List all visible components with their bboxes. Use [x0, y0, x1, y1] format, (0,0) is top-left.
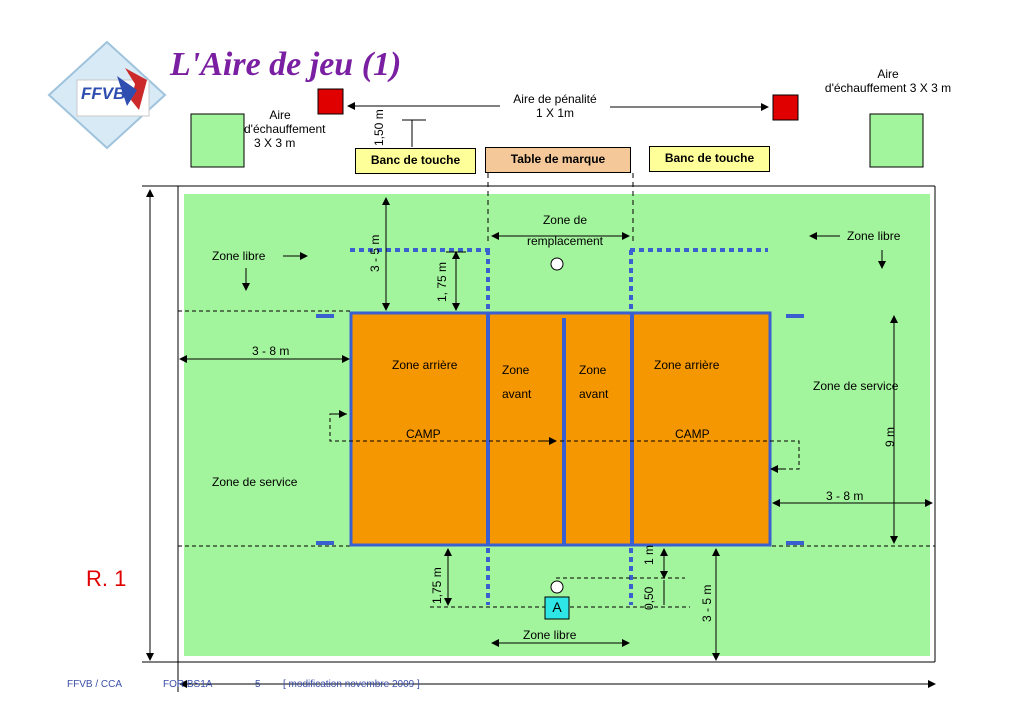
- warmup-right-line2: d'échauffement 3 X 3 m: [824, 81, 952, 95]
- dim-050: 0,50: [642, 586, 656, 610]
- dim-175-top: 1, 75 m: [435, 261, 449, 302]
- dim-3-8-right: 3 - 8 m: [826, 489, 864, 503]
- bench-left: Banc de touche: [355, 148, 476, 174]
- court: [349, 311, 772, 547]
- warmup-area-left: [190, 113, 245, 168]
- dim-9m: 9 m: [883, 426, 897, 447]
- camp-right: CAMP: [675, 427, 710, 441]
- dim-175-bottom: 1,75 m: [430, 567, 444, 604]
- sub-zone-line2: remplacement: [526, 234, 604, 248]
- warmup-left-line1: Aire: [269, 108, 291, 122]
- footer-org: FFVB / CCA: [67, 679, 123, 690]
- warmup-right-line1: Aire: [877, 67, 899, 81]
- zone-back-right: Zone arrière: [654, 358, 720, 372]
- penalty-line1: Aire de pénalité: [513, 92, 597, 106]
- sub-zone-line1: Zone de: [542, 213, 588, 227]
- bench-right: Banc de touche: [649, 146, 770, 172]
- dim-1m: 1 m: [642, 544, 656, 565]
- footer-code: FOR BS1A: [163, 679, 213, 690]
- dim-3-5-top: 3 - 5 m: [368, 234, 382, 272]
- warmup-area-right: [869, 113, 924, 168]
- referee-label: A: [552, 599, 562, 615]
- dim-3-5-bottom: 3 - 5 m: [700, 584, 714, 622]
- zone-front-right-line1: Zone: [579, 363, 607, 377]
- zone-back-left: Zone arrière: [392, 358, 458, 372]
- warmup-left-line2: d'échauffement: [244, 122, 326, 136]
- logo-text: FFVB: [81, 84, 126, 103]
- coach-circle-top: [550, 257, 564, 271]
- zone-front-right-line2: avant: [579, 387, 609, 401]
- camp-left: CAMP: [406, 427, 441, 441]
- warmup-left-line3: 3 X 3 m: [254, 136, 296, 150]
- footer-page: 5: [255, 679, 261, 690]
- penalty-dimension: 1,50 m: [372, 109, 386, 146]
- dim-3-8-left: 3 - 8 m: [252, 344, 290, 358]
- ffvb-logo: FFVB: [47, 40, 167, 150]
- zone-front-left-line2: avant: [502, 387, 532, 401]
- page-title: L'Aire de jeu (1): [170, 46, 402, 83]
- free-zone-right-label: Zone libre: [847, 229, 901, 243]
- penalty-area-left: [317, 88, 344, 115]
- coach-circle-bottom: [550, 580, 564, 594]
- referee-box: [544, 596, 570, 620]
- penalty-area-right: [772, 94, 799, 121]
- penalty-line2: 1 X 1m: [535, 106, 574, 120]
- service-zone-left: Zone de service: [212, 475, 298, 489]
- free-zone-bottom-label: Zone libre: [523, 628, 577, 642]
- footer-note: [ modification novembre 2009 ]: [283, 679, 420, 690]
- rule-label: R. 1: [86, 566, 127, 591]
- scorer-table: Table de marque: [485, 147, 631, 173]
- service-zone-right: Zone de service: [813, 379, 899, 393]
- zone-front-left-line1: Zone: [502, 363, 530, 377]
- free-zone-left-label: Zone libre: [212, 249, 266, 263]
